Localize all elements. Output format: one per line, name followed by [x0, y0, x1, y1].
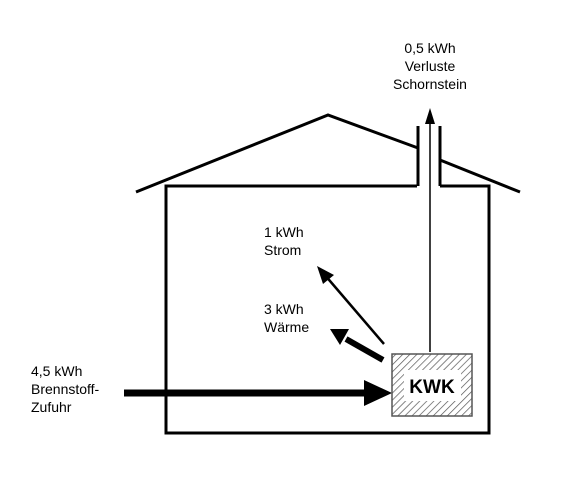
electricity-text: Strom — [264, 242, 301, 258]
heat-arrow — [330, 329, 385, 363]
chimney-loss-arrow — [425, 108, 435, 352]
fuel-input-arrow — [124, 380, 392, 406]
electricity-value: 1 kWh — [264, 224, 304, 240]
fuel-input-label: 4,5 kWh Brennstoff- Zufuhr — [31, 363, 100, 415]
heat-label: 3 kWh Wärme — [264, 301, 309, 335]
electricity-label: 1 kWh Strom — [264, 224, 304, 258]
fuel-input-value: 4,5 kWh — [31, 363, 82, 379]
chimney-loss-text: Verluste — [405, 58, 456, 74]
heat-value: 3 kWh — [264, 301, 304, 317]
kwk-unit: KWK — [391, 353, 473, 417]
house-roof — [135, 113, 521, 194]
electricity-arrow — [317, 266, 385, 345]
chimney — [416, 126, 442, 186]
kwk-label: KWK — [409, 377, 455, 398]
chimney-loss-label: 0,5 kWh Verluste Schornstein — [393, 40, 467, 92]
fuel-input-text-2: Zufuhr — [31, 399, 72, 415]
fuel-input-text: Brennstoff- — [31, 381, 100, 397]
chimney-loss-source: Schornstein — [393, 76, 467, 92]
house-walls — [164, 184, 491, 435]
heat-text: Wärme — [264, 319, 309, 335]
chimney-loss-value: 0,5 kWh — [404, 40, 455, 56]
